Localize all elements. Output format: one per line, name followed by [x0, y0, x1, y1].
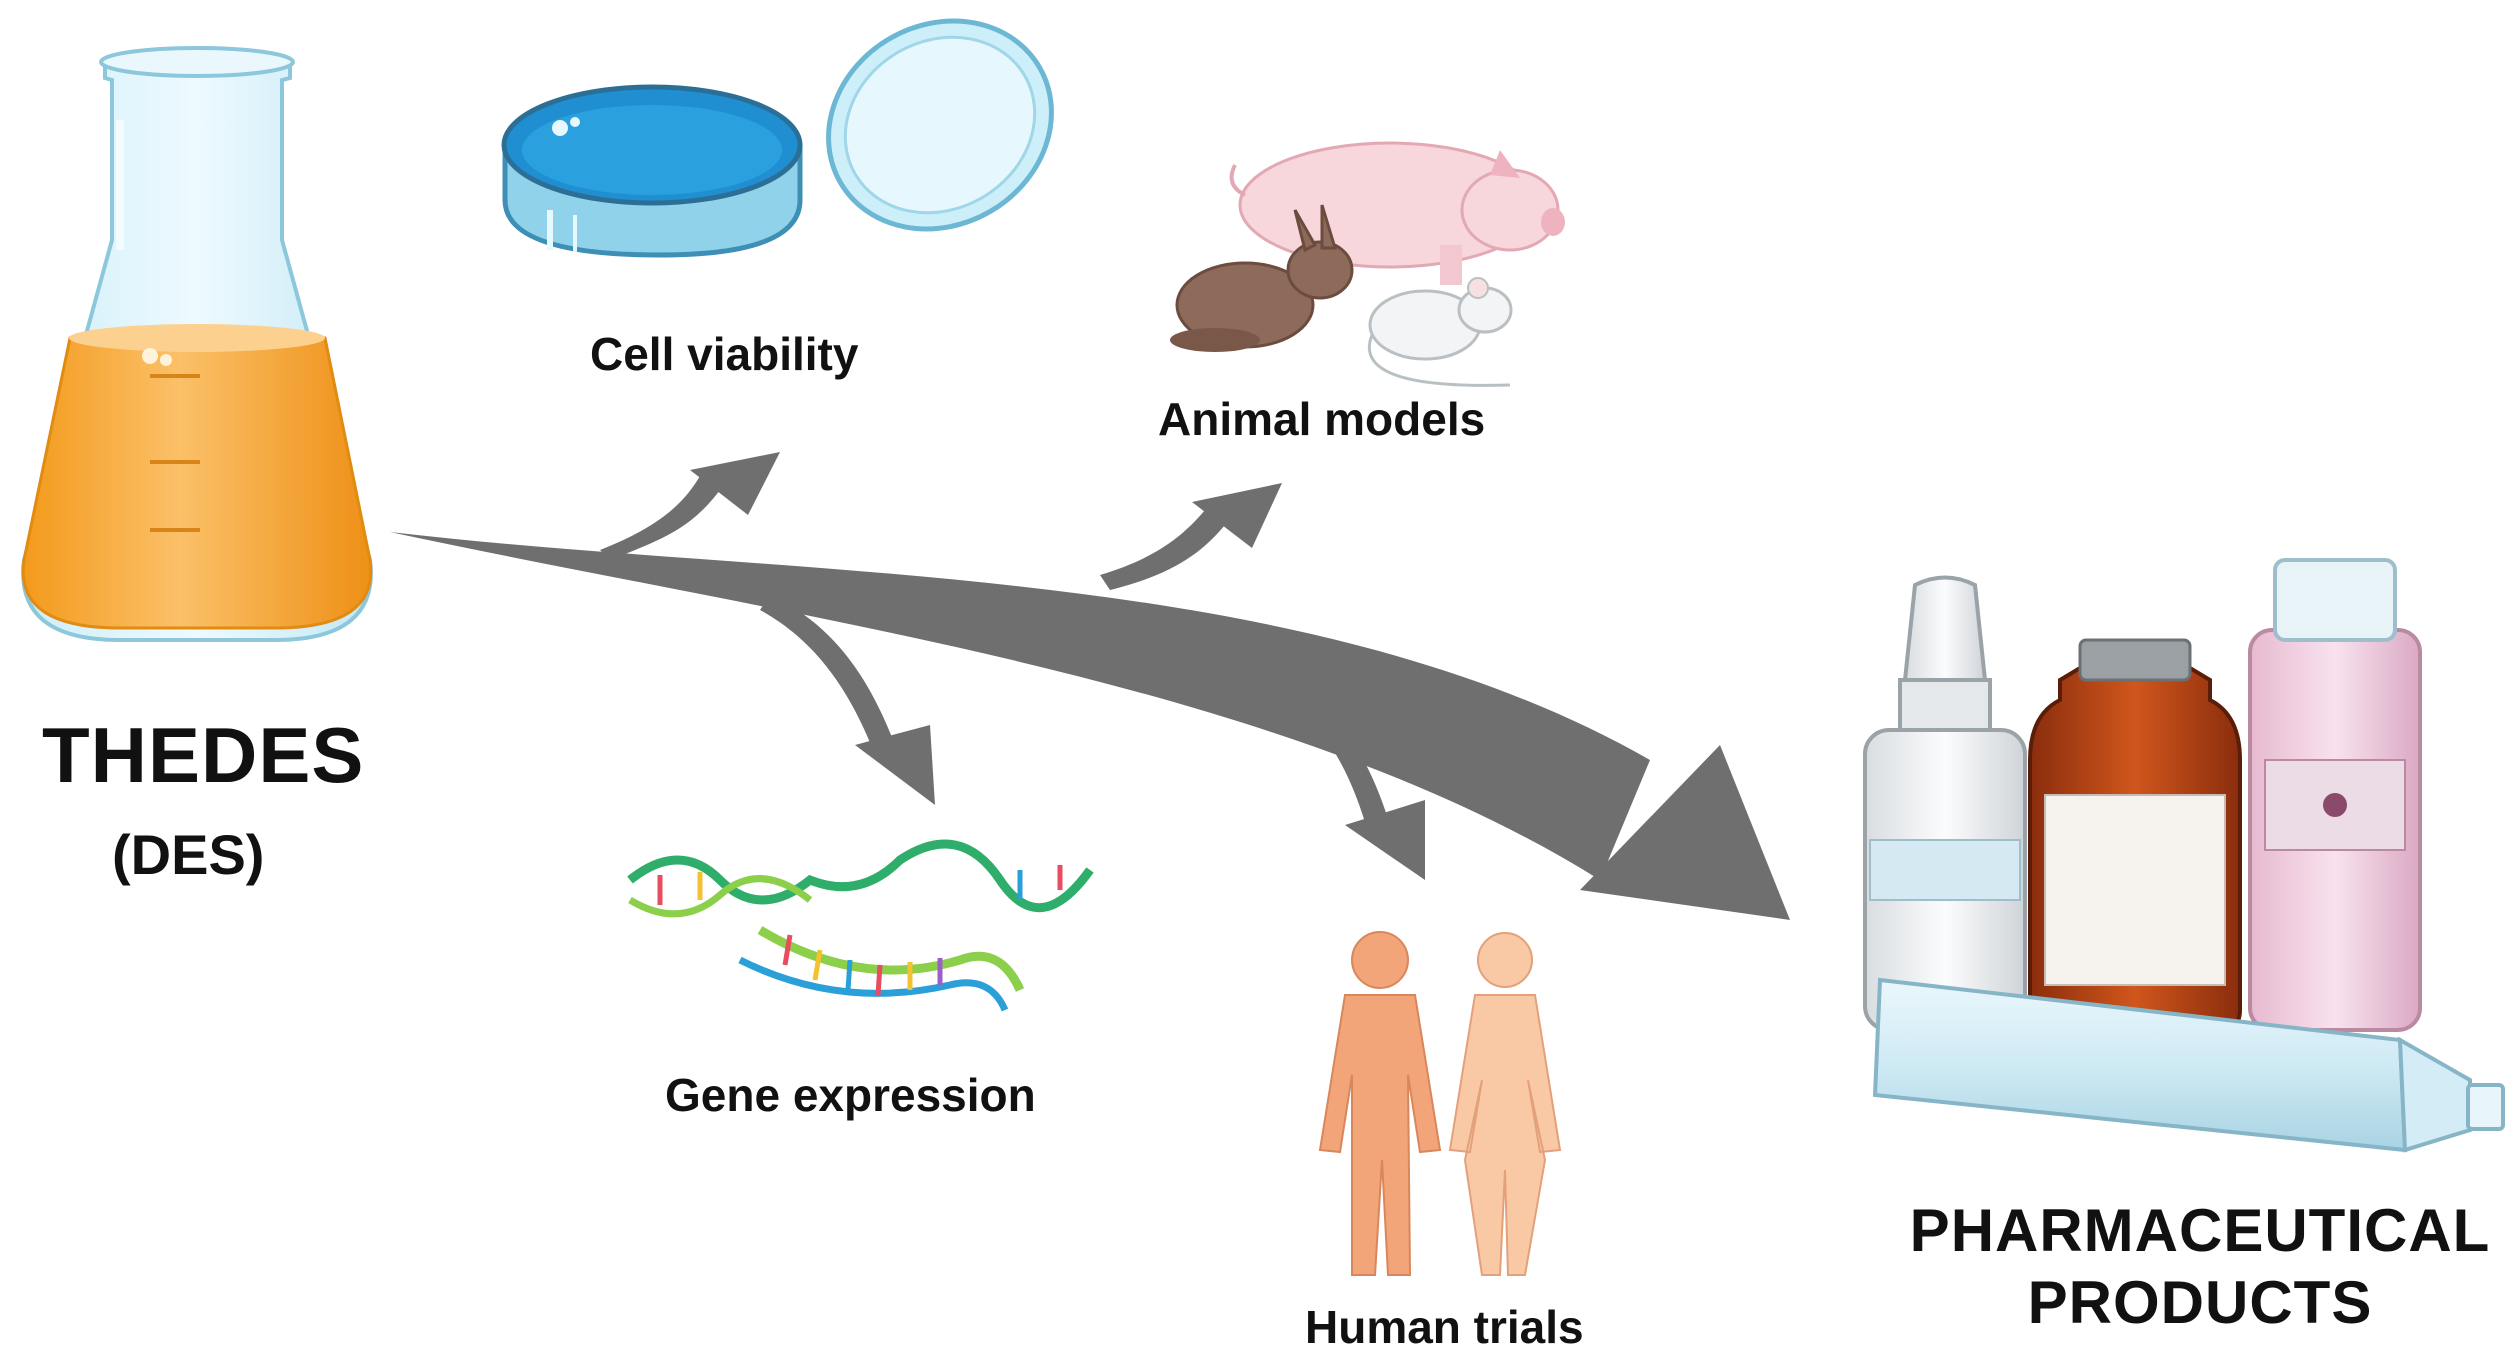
source-subtitle: (DES) [112, 823, 265, 886]
stage-label-animal-models: Animal models [1158, 393, 1486, 445]
dna-strand-icon [627, 839, 1094, 1012]
rabbit-icon [1170, 204, 1354, 352]
arrow-to-human-trials [1258, 665, 1425, 880]
erlenmeyer-flask-icon [21, 46, 373, 642]
arrow-to-gene-expression [760, 595, 935, 805]
petri-dish-icon [501, 18, 1054, 258]
destination-line-2: PRODUCTS [2027, 1269, 2373, 1336]
stage-label-human-trials: Human trials [1305, 1301, 1584, 1353]
pharmaceutical-bottles-icon [1863, 558, 2505, 1153]
stage-label-gene-expression: Gene expression [665, 1069, 1036, 1121]
arrow-to-animal-models [1100, 483, 1282, 590]
main-flow-arrow [390, 532, 1790, 920]
human-figure-icon [1448, 932, 1562, 1276]
destination-label: PHARMACEUTICAL PRODUCTS [1905, 1195, 2495, 1339]
human-figure-icon [1318, 931, 1442, 1276]
destination-line-1: PHARMACEUTICAL [1909, 1197, 2491, 1264]
stage-label-cell-viability: Cell viability [590, 328, 859, 380]
pig-icon [1229, 141, 1565, 285]
arrow-to-cell-viability [600, 452, 780, 560]
mouse-icon [1367, 277, 1513, 387]
source-title: THEDES [42, 711, 365, 799]
